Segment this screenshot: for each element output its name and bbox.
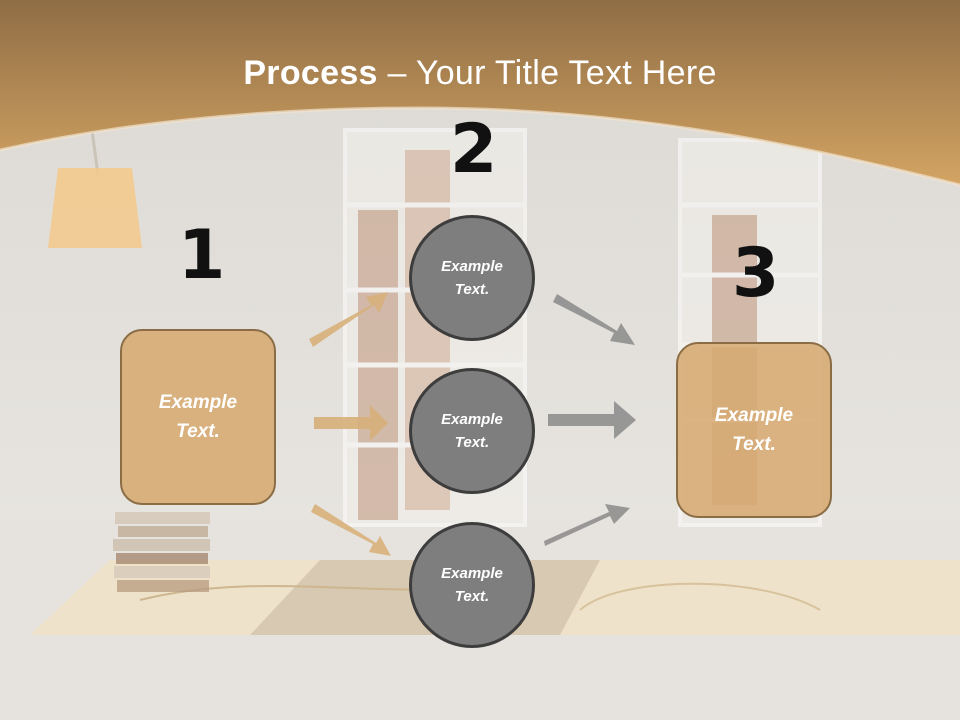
arrow-left-up [309, 292, 388, 347]
step-1-line1: Example [158, 392, 238, 413]
step-2-circle-bottom: Example Text. [409, 522, 535, 648]
step-3-line2: Text. [732, 434, 776, 455]
arrow-right-down [553, 294, 635, 345]
step-number-2: 2 [450, 110, 498, 189]
circle-middle-line2: Text. [454, 434, 490, 451]
step-number-1: 1 [178, 216, 226, 295]
title-rest: – Your Title Text Here [377, 54, 717, 92]
circle-middle-line1: Example [441, 411, 503, 428]
circle-bottom-line1: Example [441, 565, 503, 582]
circle-top-line2: Text. [454, 281, 490, 298]
step-2-circle-middle: Example Text. [409, 368, 535, 494]
arrow-right-middle [548, 401, 636, 439]
step-number-3: 3 [732, 234, 780, 313]
step-3-box: Example Text. [676, 342, 832, 518]
arrow-left-middle [314, 405, 388, 441]
circle-bottom-line2: Text. [454, 588, 490, 605]
arrow-left-down [311, 504, 391, 556]
arrow-right-up [544, 504, 630, 546]
step-1-line2: Text. [176, 421, 220, 442]
slide-title: Process – Your Title Text Here [0, 54, 960, 93]
circle-top-line1: Example [441, 258, 503, 275]
step-2-circle-top: Example Text. [409, 215, 535, 341]
step-3-line1: Example [714, 405, 794, 426]
step-1-box: Example Text. [120, 329, 276, 505]
title-bold: Process [243, 54, 378, 92]
